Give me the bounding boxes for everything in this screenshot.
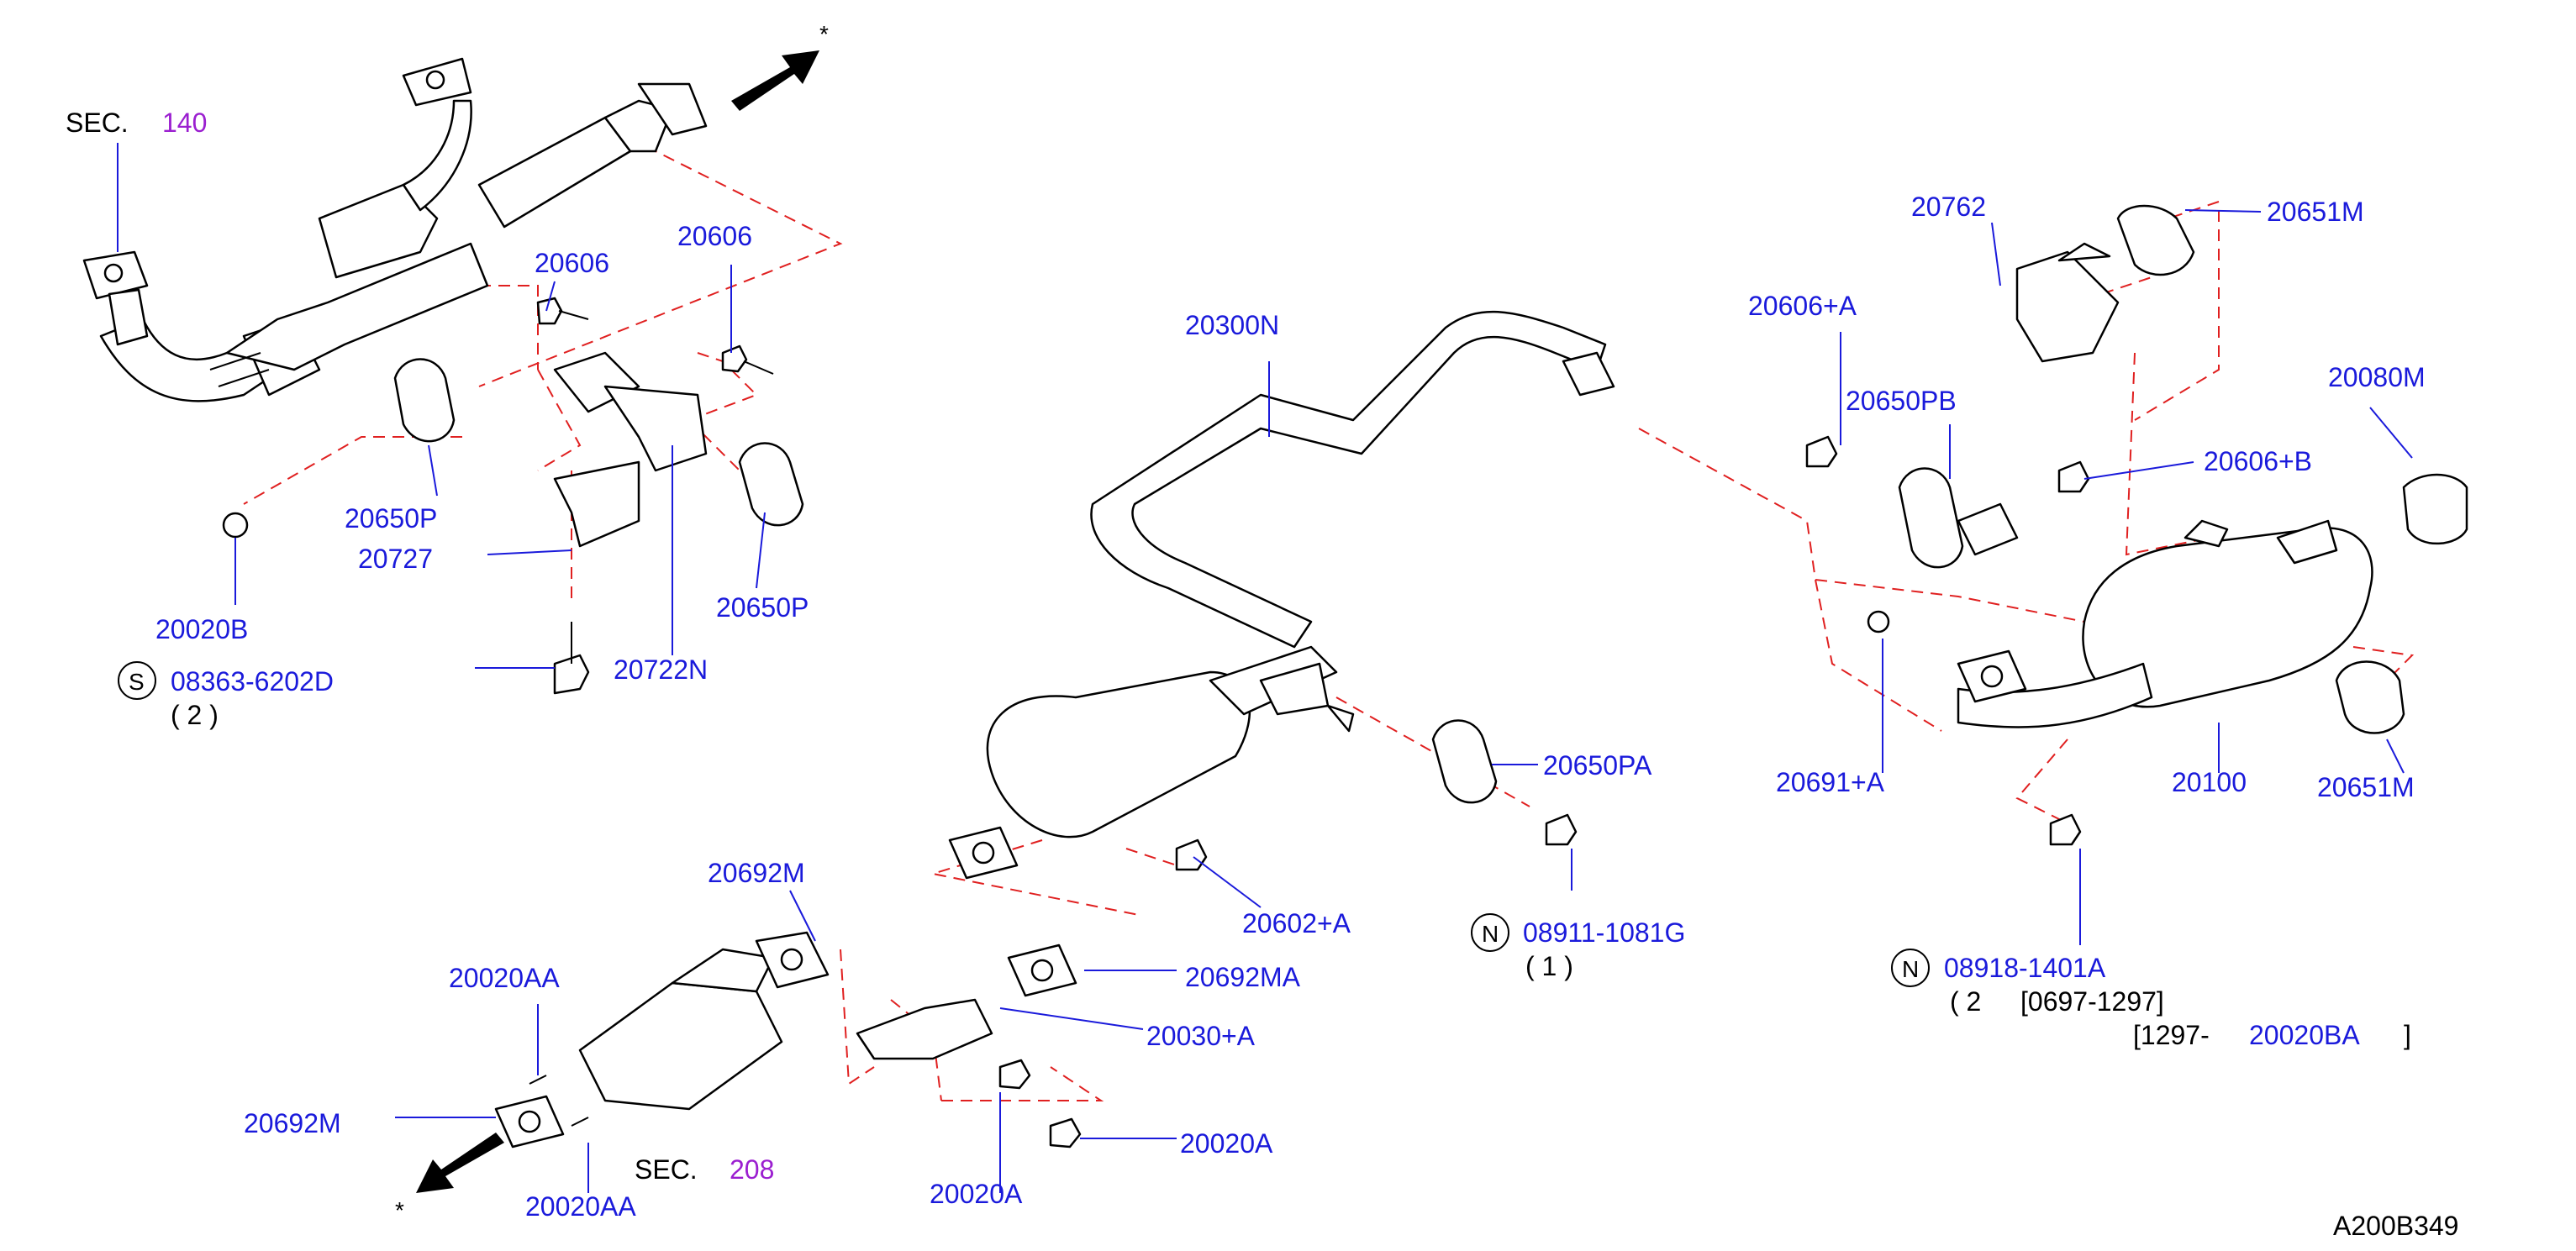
n-marker-letter-2: N [1902,956,1919,982]
part-20080m[interactable]: 20080M [2328,362,2426,392]
part-20020ba[interactable]: 20020BA [2249,1020,2360,1050]
part-20606-a[interactable]: 20606 [535,248,609,278]
direction-arrows [416,50,819,1193]
part-20020aa-top[interactable]: 20020AA [449,963,560,993]
part-20722n[interactable]: 20722N [614,654,708,685]
part-20762[interactable]: 20762 [1911,192,1986,222]
s-marker-circle [118,661,156,700]
asterisk-bottom: * [395,1197,404,1223]
arrow-top-right-icon [731,50,819,111]
part-20300n[interactable]: 20300N [1185,310,1279,340]
sec208-link[interactable]: 208 [730,1154,774,1185]
n-marker-circle-2 [1891,949,1930,987]
s-marker-letter: S [129,669,145,695]
part-20692ma[interactable]: 20692MA [1185,962,1301,992]
part-08911-1081g[interactable]: 08911-1081G [1523,917,1685,948]
part-20650p-b[interactable]: 20650P [716,592,809,623]
callout-labels: SEC. 140 20606 20606 20650P 20727 20650P… [66,21,2458,1241]
part-20727[interactable]: 20727 [358,544,433,574]
part-20691a[interactable]: 20691+A [1776,767,1885,797]
sec208-prefix: SEC. [635,1154,698,1185]
sec140-link[interactable]: 140 [162,108,207,138]
part-20606a[interactable]: 20606+A [1748,291,1857,321]
part-08918-range-1: [0697-1297] [2020,986,2164,1017]
part-08363-qty: ( 2 ) [171,700,219,730]
part-20650pb[interactable]: 20650PB [1846,386,1957,416]
center-pipe-assembly [948,310,1615,880]
part-20030a[interactable]: 20030+A [1146,1021,1256,1051]
main-muffler-assembly [1805,204,2468,846]
part-20020a-right[interactable]: 20020A [1180,1128,1273,1159]
front-tube-assembly [82,57,708,402]
leader-lines [117,143,2413,1193]
n-marker-letter-1: N [1482,921,1499,947]
part-20692m-left[interactable]: 20692M [244,1108,341,1138]
part-08918-qty: ( 2 [1950,986,1981,1017]
part-20692m-top[interactable]: 20692M [708,858,805,888]
part-20651m-bottom[interactable]: 20651M [2317,772,2415,802]
part-20020b[interactable]: 20020B [155,614,248,644]
catalytic-converter-group [494,931,1082,1149]
part-20606-b[interactable]: 20606 [677,221,752,251]
drawing-code: A200B349 [2333,1211,2458,1241]
part-08918-1401a[interactable]: 08918-1401A [1944,953,2106,983]
part-08911-qty: ( 1 ) [1525,951,1573,981]
part-20650p-a[interactable]: 20650P [345,503,437,534]
sec140-prefix: SEC. [66,108,129,138]
part-20602a[interactable]: 20602+A [1242,908,1351,938]
prefix-markers [118,661,1930,987]
part-20020aa-bottom[interactable]: 20020AA [525,1191,636,1222]
part-08918-range-2-open: [1297- [2133,1020,2210,1050]
part-20020a-bottom[interactable]: 20020A [930,1179,1023,1209]
part-08363-6202d[interactable]: 08363-6202D [171,666,334,696]
part-20651m-top[interactable]: 20651M [2267,197,2364,227]
n-marker-circle-1 [1471,913,1509,952]
hanger-bracket-group [222,297,804,695]
part-20100[interactable]: 20100 [2172,767,2247,797]
part-08918-range-2-close: ] [2404,1020,2411,1050]
asterisk-top: * [819,21,829,47]
arrow-bottom-left-icon [416,1133,504,1193]
part-20650pa[interactable]: 20650PA [1543,750,1652,781]
part-20606b[interactable]: 20606+B [2204,446,2312,476]
